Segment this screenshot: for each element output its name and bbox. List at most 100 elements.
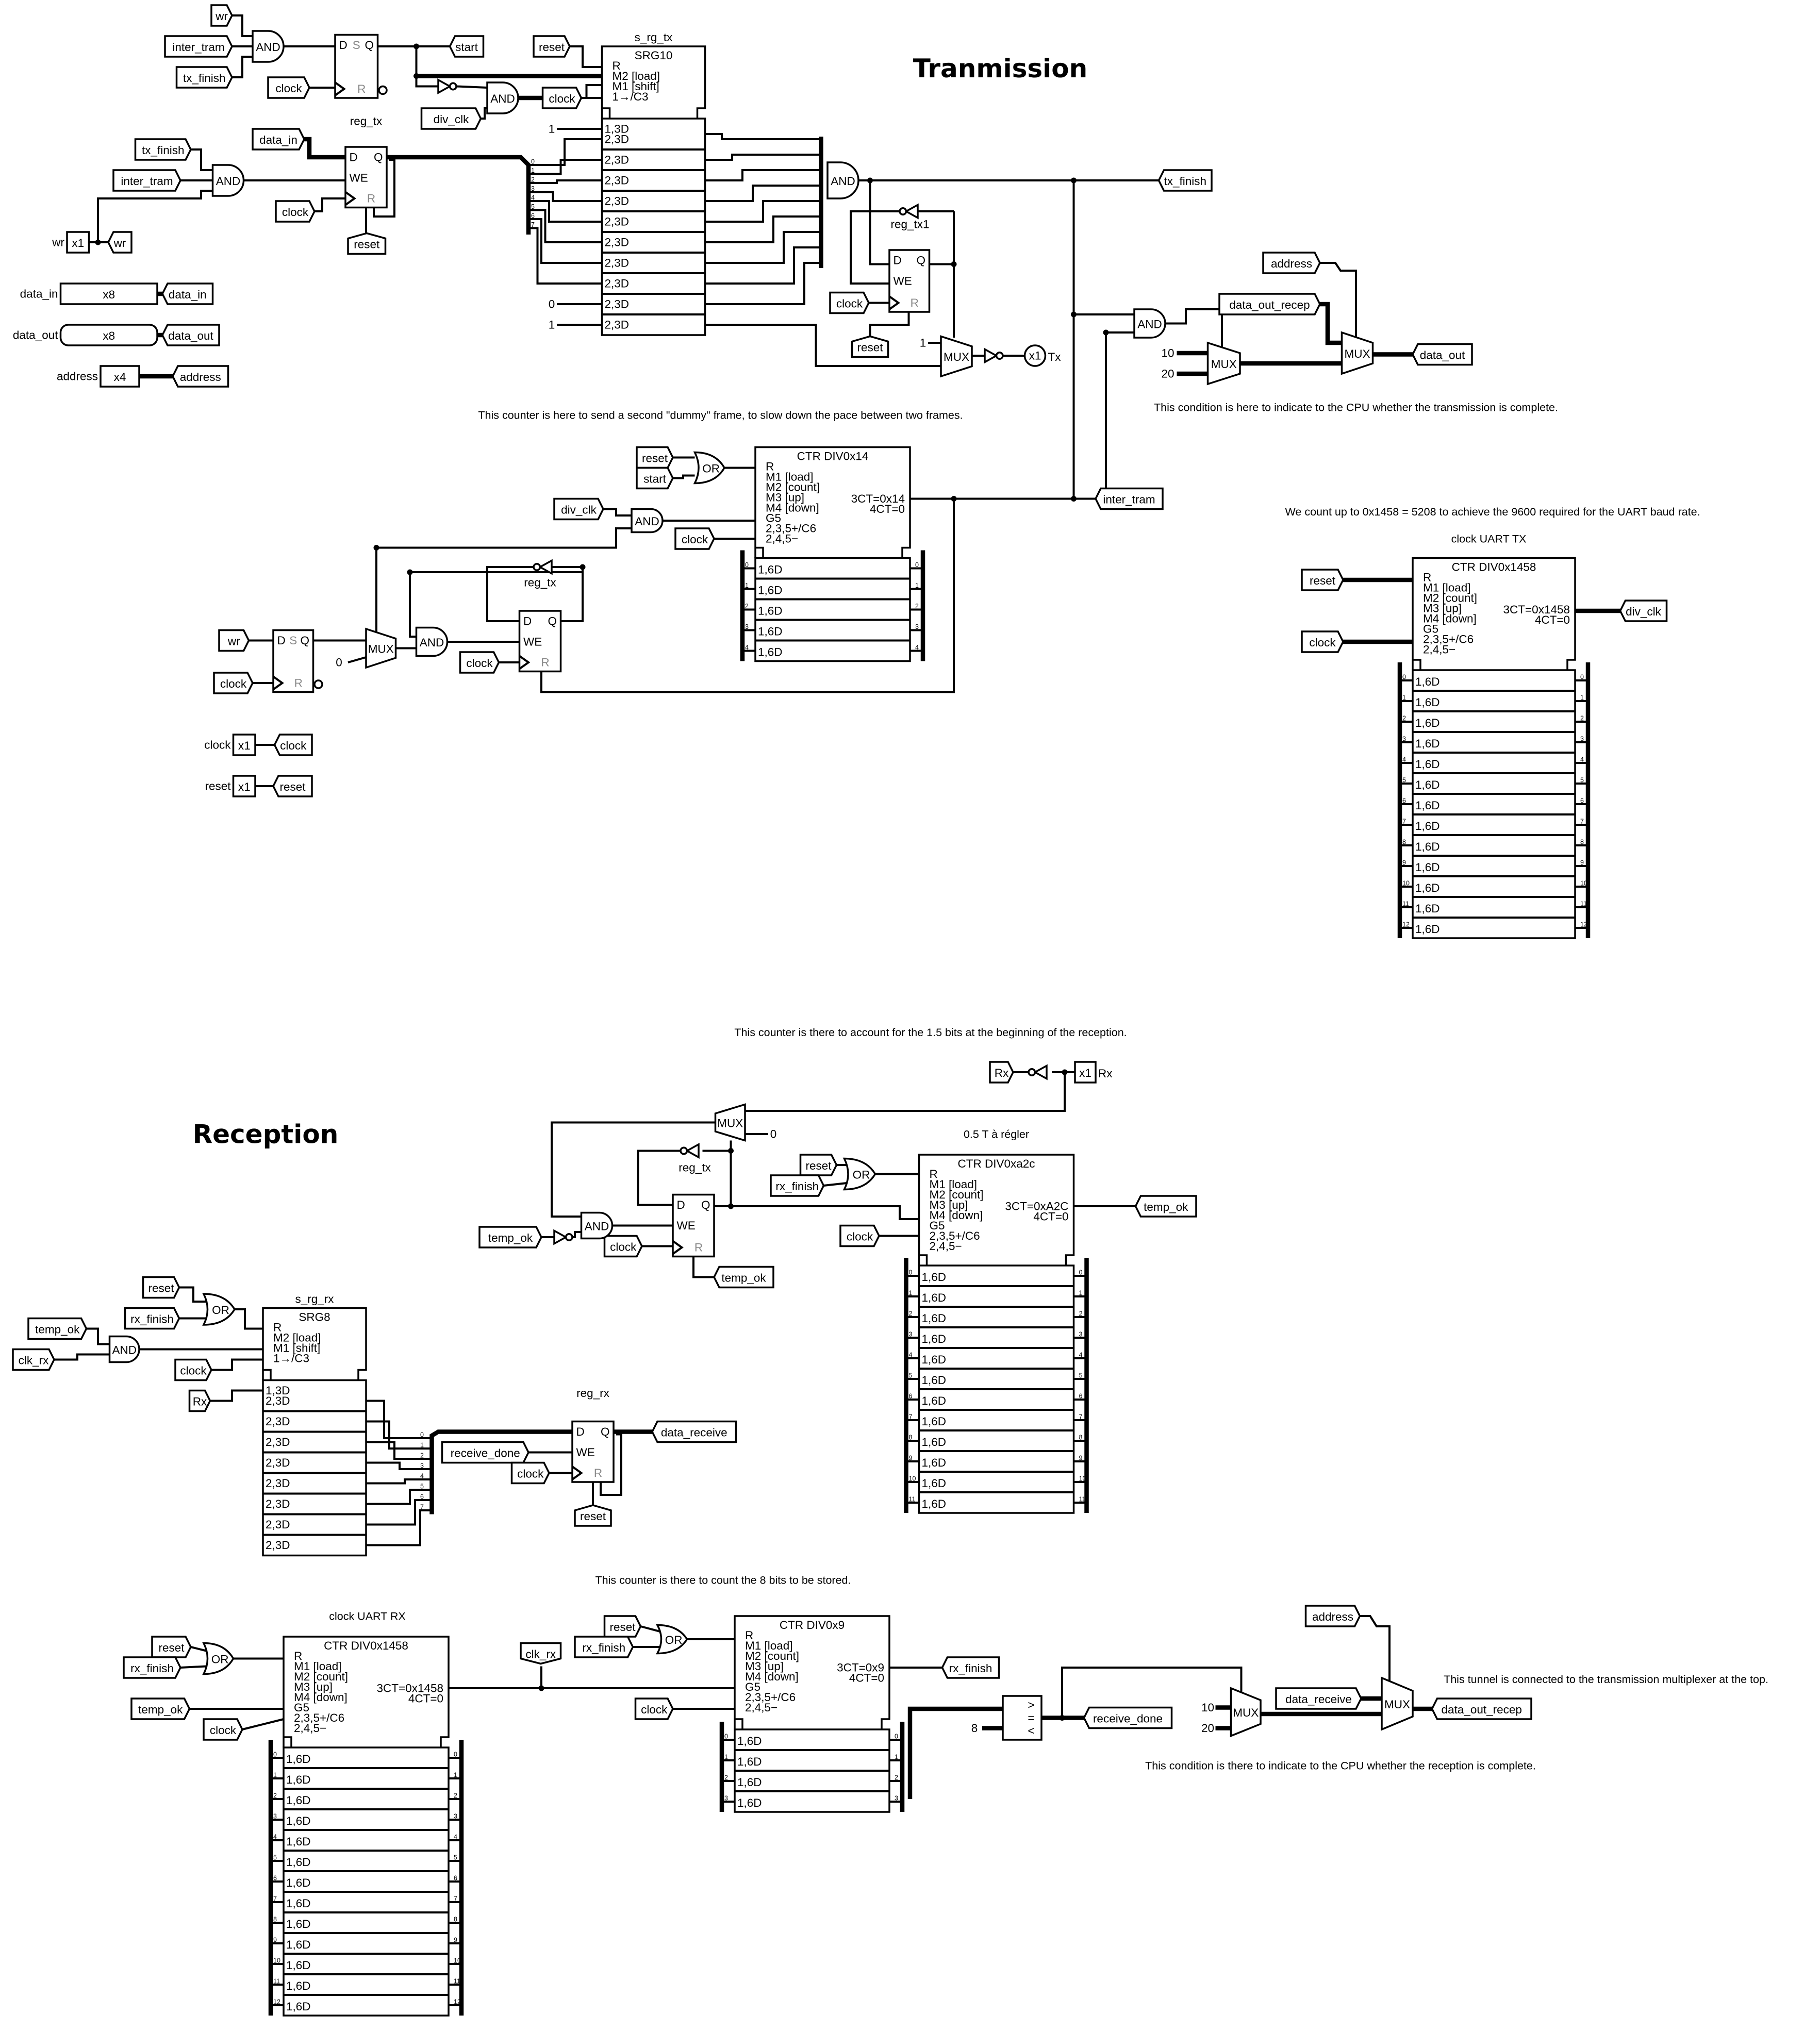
bit-index: 7: [1079, 1413, 1083, 1421]
cell-label: 2,3D: [266, 1539, 290, 1552]
junction-dot: [728, 1148, 734, 1154]
tunnel-label: data_out_recep: [1229, 298, 1310, 311]
tunnel-shape: [989, 1061, 1014, 1084]
gate-label: OR: [212, 1304, 229, 1317]
port-label: 2,3,5+/C6: [745, 1691, 796, 1704]
tunnel-shape: [188, 1389, 211, 1412]
tunnel-label: rx_finish: [582, 1641, 625, 1654]
bit-index: 2: [454, 1792, 457, 1800]
tunnel-clock: clock: [634, 1697, 674, 1720]
tunnel-shape: [164, 35, 233, 58]
pin-name: data_in: [20, 288, 58, 301]
bit-index: 3: [745, 623, 749, 630]
tunnel-rx_finish: rx_finish: [574, 1636, 634, 1658]
tunnel-shape: [851, 335, 889, 358]
bit-index: 1: [909, 1290, 913, 1297]
tunnel-shape: [134, 138, 192, 161]
tunnel-label: clock: [682, 533, 708, 546]
cell-label: 1,6D: [1415, 696, 1440, 709]
cell-label: 1,6D: [286, 1856, 311, 1869]
tunnel-label: reset: [148, 1281, 174, 1294]
bit-index: 7: [1402, 818, 1406, 825]
or-gate: OR: [202, 1293, 236, 1326]
tunnel-clock: clock: [275, 200, 316, 223]
port-label: M1 [load]: [766, 471, 814, 484]
splitter-bit-label: 7: [420, 1504, 424, 1511]
cell-label: 2,3D: [605, 195, 630, 208]
tunnel-label: clock: [610, 1240, 637, 1253]
tunnel-label: temp_ok: [138, 1703, 183, 1716]
splitter-bit-label: 0: [420, 1431, 424, 1439]
note-dummy-frame: This counter is here to send a second "d…: [478, 409, 963, 422]
splitter-bit-label: 2: [420, 1452, 424, 1459]
tunnel-shape: [272, 775, 313, 797]
clock-input-icon: [334, 81, 346, 96]
bit-index: 0: [724, 1733, 728, 1740]
tunnel-shape: [941, 1656, 1000, 1679]
port-label: M1 [shift]: [273, 1342, 320, 1355]
bit-index: 1: [745, 582, 749, 589]
tunnel-shape: [553, 497, 604, 521]
bit-index: 9: [1580, 859, 1584, 867]
output-label: 3CT=0x1458: [377, 1682, 443, 1695]
note-rx-complete: This condition is there to indicate to t…: [1145, 1760, 1536, 1772]
port-label: M4 [down]: [766, 502, 819, 514]
cell-label: 1,6D: [1415, 902, 1440, 915]
wire: [705, 215, 821, 243]
wire: [232, 14, 253, 37]
tunnel-label: Rx: [193, 1395, 207, 1408]
gate-label: OR: [702, 462, 720, 475]
tunnel-clock: clock: [510, 1461, 550, 1485]
bit-index: 11: [1580, 901, 1587, 908]
tunnel-shape: [770, 1174, 825, 1197]
tunnel-reset: reset: [151, 1636, 192, 1658]
tunnel-label: reset: [805, 1159, 832, 1172]
port-label: M4 [down]: [930, 1209, 983, 1222]
cell-label: 1,6D: [758, 584, 783, 597]
register-name: reg_tx: [350, 115, 383, 128]
tunnel-label: address: [180, 371, 221, 384]
component-title: CTR DIV0xa2c: [957, 1157, 1035, 1170]
junction-dot: [1071, 311, 1077, 318]
tunnel-temp_ok: temp_ok: [713, 1266, 774, 1289]
control-block: [283, 1636, 450, 1747]
tunnel-shape: [142, 1276, 180, 1299]
output-label: 3CT=0x14: [851, 492, 905, 505]
clock-input-icon: [888, 295, 900, 310]
wire: [705, 185, 821, 202]
cell-label: 2,3D: [266, 1436, 290, 1449]
port-label: 2,3,5+/C6: [766, 522, 816, 535]
port-label: G5: [1423, 623, 1438, 636]
tunnel-shape: [1218, 293, 1321, 315]
cell-label: 1,6D: [758, 646, 783, 659]
cell-label: 1,6D: [922, 1477, 947, 1490]
cell-label: 1,3D: [266, 1384, 290, 1397]
tunnel-data_out_recep: data_out_recep: [1431, 1697, 1532, 1720]
tunnel-shape: [636, 467, 674, 490]
bit-index: 1: [273, 1772, 277, 1779]
cell-label: 1,6D: [758, 605, 783, 618]
tunnel-shape: [420, 107, 482, 130]
bit-index: 2: [1580, 715, 1584, 722]
tunnel-shape: [478, 1226, 542, 1248]
components: 0123456701234567wrinter_tramtx_finishclo…: [12, 4, 1668, 2017]
cell-label: 1,6D: [1415, 717, 1440, 729]
output-label: 3CT=0xA2C: [1005, 1200, 1068, 1213]
bit-index: 2: [1402, 715, 1406, 722]
port-label: M3 [up]: [745, 1660, 784, 1673]
tunnel-reset: reset: [603, 1615, 642, 1638]
tunnel-tx_finish: tx_finish: [1157, 169, 1213, 192]
splitter-bit-label: 5: [531, 203, 535, 210]
